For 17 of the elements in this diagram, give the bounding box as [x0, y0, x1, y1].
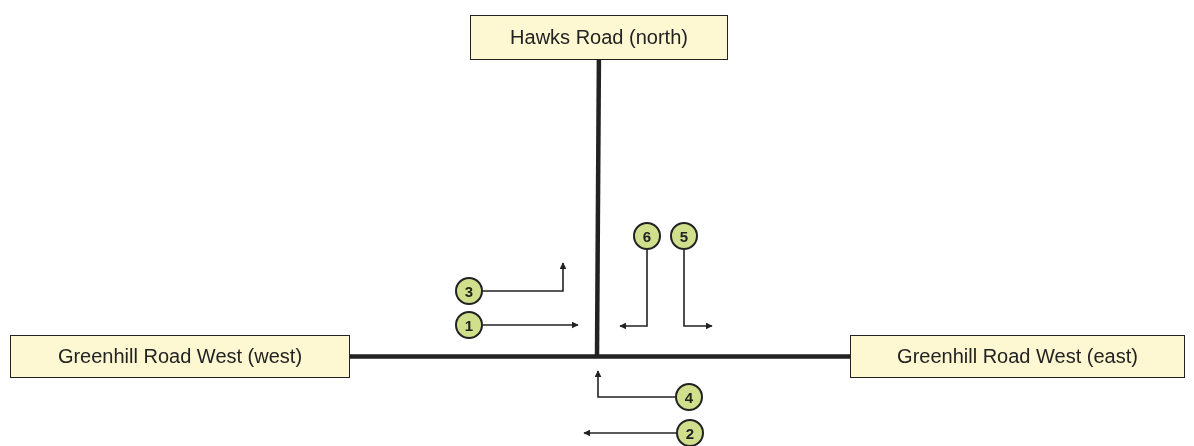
callout-number: 2 — [676, 419, 704, 446]
callout-number: 4 — [675, 383, 703, 411]
arrow — [619, 249, 648, 330]
callout-number: 6 — [633, 222, 661, 250]
callout-number: 1 — [455, 311, 483, 339]
road-name-label: Greenhill Road West (east) — [850, 335, 1185, 378]
callout-number: 5 — [670, 222, 698, 250]
road-line — [350, 354, 850, 359]
arrow — [583, 429, 677, 437]
road-line — [594, 60, 602, 357]
arrow — [482, 321, 579, 329]
callout-number: 3 — [455, 277, 483, 305]
road-name-label: Greenhill Road West (west) — [10, 335, 350, 378]
road-name-label: Hawks Road (north) — [470, 15, 728, 60]
arrow — [482, 262, 567, 292]
arrow — [594, 370, 676, 398]
arrow — [683, 249, 713, 330]
